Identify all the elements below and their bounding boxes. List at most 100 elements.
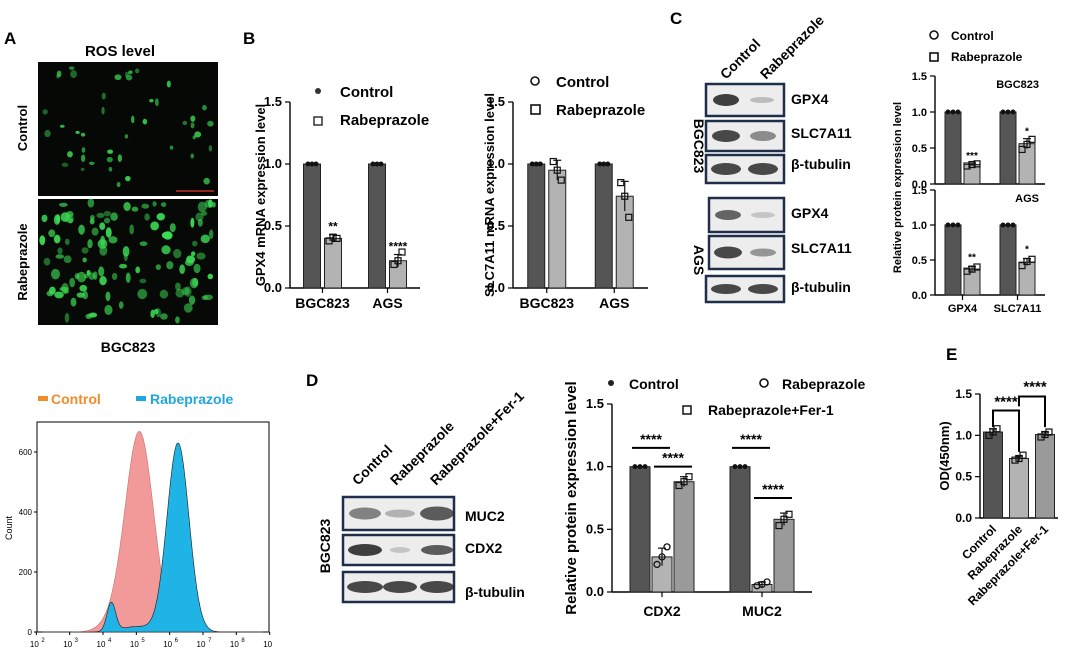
panel-letter-a: A [4,29,16,48]
y-tick-label: 1.0 [586,459,604,474]
chart-title: BGC823 [996,79,1039,91]
d-band-tubulin: β-tubulin [465,584,525,600]
bar [673,481,695,593]
panel-d-blots: Control Rabeprazole Rabeprazole+Fer-1 BG… [317,388,527,604]
significance-mark: **** [994,394,1018,411]
y-tick-label: 0.0 [264,280,282,295]
y-tick-label: 0.5 [487,218,505,233]
cell-dot [135,266,141,274]
data-point [685,473,693,481]
category-label: MUC2 [742,603,782,619]
data-point [553,166,561,174]
d-legend-control-dot [608,380,614,386]
cell-dot [69,277,76,288]
cell-dot [190,153,194,159]
data-point [533,161,539,167]
cell-dot [105,291,111,302]
cell-dot [193,263,201,274]
bar [963,268,981,296]
blot-band [750,248,776,257]
bar [1009,457,1029,519]
data-point [658,553,666,561]
blot-band [711,284,741,294]
significance-mark: **** [389,240,408,254]
data-point [601,161,607,167]
sig-bracket [1018,395,1046,428]
cell-dot [190,122,195,129]
d-cell-line: BGC823 [317,519,333,574]
lane-label-rabeprazole: Rabeprazole [757,12,827,82]
flow-x-tick-label: 10 [130,640,139,649]
cell-dot [57,247,63,255]
cell-dot [207,273,214,280]
flow-x-tick-label: 10 [30,640,39,649]
cell-dot [56,70,62,78]
cell-dot [209,229,214,239]
band-label-slc7a11: SLC7A11 [791,125,852,141]
y-tick-label: 0.0 [955,511,972,525]
data-point [378,161,384,167]
cell-dot [131,206,139,212]
cell-dot [101,106,105,115]
blot-band [348,544,382,556]
cell-dot [41,214,48,223]
cell-dot [197,219,203,227]
category-label: AGS [372,295,402,311]
data-point [1011,456,1019,464]
data-point [1023,140,1031,148]
cell-dot [192,135,196,140]
panel-b2-legend-control: Control [556,74,609,91]
cell-dot [118,301,124,309]
data-point [785,510,793,518]
cell-dot [200,234,210,244]
cell-dot [188,295,196,305]
bar [729,466,751,593]
cell-dot [99,276,107,286]
blot-band [748,163,778,175]
c-legend-control-circle [929,30,939,40]
cell-dot [68,217,74,224]
cell-dot [192,240,198,247]
blot-band [347,581,383,593]
flow-x-tick-exp: 5 [141,638,145,644]
y-axis-label: GPX4 mRNA expression level [253,104,268,286]
y-tick-label: 1.0 [487,156,505,171]
cell-dot [189,278,199,289]
y-axis-label: Relative protein expression level [563,381,580,614]
d-legend-control: Control [629,376,679,392]
panel-letter-c: C [670,9,682,28]
blot-band [349,507,381,520]
cell-dot [61,162,69,167]
panel-d-legend: Control Rabeprazole Rabeprazole+Fer-1 [608,376,865,418]
cell-dot [78,224,85,235]
flow-y-tick-label: 600 [19,448,33,457]
y-axis-label: OD(450nm) [937,421,952,490]
significance-mark: **** [762,481,784,497]
data-point [653,560,661,569]
bar [999,111,1017,185]
cell-dot [159,289,169,299]
data-point [663,543,671,551]
flow-curve-rabeprazole [43,442,263,633]
data-point [617,179,625,187]
data-point [1018,262,1026,270]
cell-dot [62,289,70,294]
cell-dot [169,223,176,233]
cell-dot [43,257,51,266]
data-point [945,222,951,228]
blot-band [711,163,741,175]
y-tick-label: 1.0 [912,220,927,232]
flow-y-tick-label: 400 [19,508,33,517]
cell-dot [104,304,113,315]
bar [999,224,1017,296]
bar [1035,434,1055,519]
data-point [625,213,633,221]
cell-dot [48,229,56,238]
cell-dot [88,161,95,166]
cell-dot [46,290,54,297]
cell-dot [81,154,86,163]
cell-dot [81,147,86,153]
data-point [1010,109,1016,115]
cell-dot [166,261,174,270]
cell-dot [68,66,75,70]
